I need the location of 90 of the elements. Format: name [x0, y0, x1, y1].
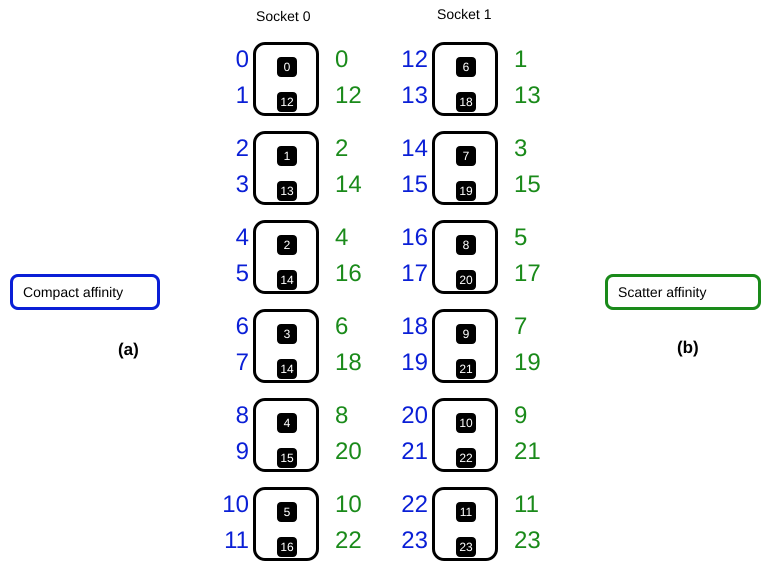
- thread-number: 0: [234, 46, 249, 74]
- thread-label: 20: [456, 270, 476, 290]
- affinity-label-box: Compact affinity: [10, 274, 160, 310]
- thread-number: 17: [514, 260, 542, 288]
- thread-label: 16: [277, 537, 297, 557]
- thread-number: 4: [234, 224, 249, 252]
- thread-number: 20: [400, 402, 428, 430]
- thread-number: 16: [400, 224, 428, 252]
- thread-number: 11: [223, 527, 249, 555]
- thread-number: 4: [335, 224, 350, 252]
- thread-label: 14: [277, 359, 297, 379]
- core-box: [432, 487, 498, 561]
- core-box: [432, 42, 498, 116]
- thread-label: 7: [456, 146, 476, 166]
- thread-label: 12: [277, 92, 297, 112]
- thread-number: 19: [400, 349, 428, 377]
- thread-label: 21: [456, 359, 476, 379]
- thread-number: 19: [514, 349, 542, 377]
- thread-number: 12: [335, 82, 363, 110]
- thread-label: 22: [456, 448, 476, 468]
- column-heading: Socket 1: [437, 6, 492, 22]
- thread-number: 17: [400, 260, 428, 288]
- thread-number: 18: [335, 349, 363, 377]
- thread-number: 2: [234, 135, 249, 163]
- core-box: [253, 487, 319, 561]
- core-box: [432, 309, 498, 383]
- thread-label: 19: [456, 181, 476, 201]
- thread-number: 12: [400, 46, 428, 74]
- thread-number: 9: [514, 402, 528, 430]
- thread-number: 18: [400, 313, 428, 341]
- core-box: [253, 398, 319, 472]
- core-box: [253, 131, 319, 205]
- panel-label: (b): [677, 338, 699, 358]
- thread-label: 11: [456, 502, 476, 522]
- thread-label: 23: [456, 537, 476, 557]
- thread-label: 1: [277, 146, 297, 166]
- thread-label: 3: [277, 324, 297, 344]
- thread-number: 3: [234, 171, 249, 199]
- thread-label: 4: [277, 413, 297, 433]
- thread-number: 6: [335, 313, 350, 341]
- thread-number: 15: [514, 171, 542, 199]
- core-box: [253, 220, 319, 294]
- thread-number: 10: [335, 491, 363, 519]
- affinity-label-box: Scatter affinity: [605, 274, 761, 310]
- thread-number: 6: [234, 313, 249, 341]
- thread-number: 16: [335, 260, 363, 288]
- panel-label: (a): [118, 340, 139, 360]
- thread-number: 14: [335, 171, 363, 199]
- thread-number: 8: [234, 402, 249, 430]
- core-box: [253, 42, 319, 116]
- thread-number: 23: [514, 527, 542, 555]
- thread-number: 1: [514, 46, 528, 74]
- thread-number: 13: [400, 82, 428, 110]
- thread-label: 15: [277, 448, 297, 468]
- thread-number: 20: [335, 438, 363, 466]
- thread-number: 10: [221, 491, 249, 519]
- thread-number: 22: [335, 527, 363, 555]
- core-box: [432, 398, 498, 472]
- thread-number: 15: [400, 171, 428, 199]
- column-heading: Socket 0: [256, 8, 310, 24]
- core-box: [432, 220, 498, 294]
- thread-number: 5: [234, 260, 249, 288]
- thread-label: 10: [456, 413, 476, 433]
- thread-label: 5: [277, 502, 297, 522]
- thread-number: 22: [400, 491, 428, 519]
- thread-number: 7: [234, 349, 249, 377]
- thread-number: 11: [514, 491, 540, 519]
- thread-number: 13: [514, 82, 542, 110]
- thread-label: 13: [277, 181, 297, 201]
- thread-number: 1: [234, 82, 249, 110]
- thread-label: 9: [456, 324, 476, 344]
- thread-label: 6: [456, 57, 476, 77]
- thread-number: 3: [514, 135, 528, 163]
- thread-number: 0: [335, 46, 350, 74]
- thread-label: 8: [456, 235, 476, 255]
- core-box: [253, 309, 319, 383]
- thread-label: 0: [277, 57, 297, 77]
- thread-number: 8: [335, 402, 350, 430]
- thread-number: 23: [400, 527, 428, 555]
- thread-label: 14: [277, 270, 297, 290]
- thread-number: 21: [400, 438, 428, 466]
- thread-number: 5: [514, 224, 528, 252]
- thread-number: 7: [514, 313, 528, 341]
- thread-label: 18: [456, 92, 476, 112]
- thread-number: 9: [234, 438, 249, 466]
- thread-number: 2: [335, 135, 350, 163]
- thread-number: 21: [514, 438, 542, 466]
- thread-label: 2: [277, 235, 297, 255]
- thread-number: 14: [400, 135, 428, 163]
- core-box: [432, 131, 498, 205]
